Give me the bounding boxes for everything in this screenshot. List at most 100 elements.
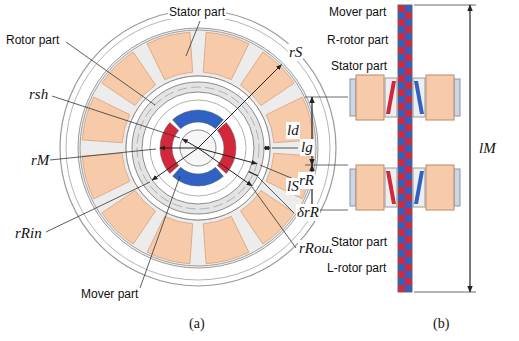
- stator-coil: [203, 32, 249, 79]
- mover-magnet: [405, 201, 412, 208]
- mover-magnet: [405, 187, 412, 194]
- mover-magnet: [405, 61, 412, 68]
- mover-magnet: [398, 243, 405, 250]
- rotor-block: [385, 168, 397, 207]
- mover-magnet: [405, 40, 412, 47]
- side-view: [305, 5, 476, 292]
- part-label: R-rotor part: [326, 34, 389, 47]
- mover-magnet: [405, 166, 412, 173]
- mover-magnet: [398, 54, 405, 61]
- stator-coil: [266, 97, 313, 143]
- mover-magnet: [398, 40, 405, 47]
- mover-magnet: [398, 96, 405, 103]
- dimension-label: δrR: [296, 204, 320, 221]
- mover-magnet: [398, 117, 405, 124]
- mover-magnet: [405, 236, 412, 243]
- mover-magnet: [405, 222, 412, 229]
- mover-magnet: [398, 61, 405, 68]
- mover-magnet: [398, 12, 405, 19]
- part-label: Rotor part: [5, 34, 60, 47]
- mover-magnet: [405, 82, 412, 89]
- stator-block: [426, 165, 454, 210]
- mover-magnet: [398, 159, 405, 166]
- mover-magnet: [398, 82, 405, 89]
- rotor-block: [385, 78, 397, 117]
- mover-magnet: [405, 26, 412, 33]
- rotor-block: [413, 78, 425, 117]
- mover-magnet: [405, 145, 412, 152]
- mover-magnet: [398, 47, 405, 54]
- stator-yoke: [78, 28, 318, 268]
- mover-pole: [217, 123, 236, 174]
- stator-plate: [454, 79, 460, 116]
- mover-magnet: [405, 215, 412, 222]
- mover-magnet: [398, 250, 405, 257]
- mover-magnet: [405, 131, 412, 138]
- skewed-magnet: [386, 81, 396, 114]
- rr-dimension: [198, 148, 257, 164]
- dimension-label: ld: [286, 122, 300, 139]
- mover-magnet: [398, 152, 405, 159]
- mover-magnet: [405, 47, 412, 54]
- mover-magnet: [405, 208, 412, 215]
- mover-magnet: [398, 257, 405, 264]
- mover-magnet: [405, 194, 412, 201]
- stator-coil: [203, 216, 249, 263]
- stator-block: [356, 75, 384, 120]
- mover-magnet: [405, 68, 412, 75]
- mover-magnet: [398, 271, 405, 278]
- mover-magnet: [398, 103, 405, 110]
- rm-dimension: [160, 148, 198, 149]
- mover-magnet: [405, 285, 412, 292]
- mover-magnet: [405, 173, 412, 180]
- mover-magnet: [398, 26, 405, 33]
- skewed-magnet: [414, 81, 424, 114]
- leader-line: [252, 187, 296, 248]
- dimension-label: rS: [288, 44, 303, 61]
- skewed-magnet: [386, 171, 396, 204]
- mover-magnet: [398, 110, 405, 117]
- mover-magnet: [398, 145, 405, 152]
- skewed-magnet: [414, 171, 424, 204]
- lm-dimension: [469, 5, 470, 292]
- mover-magnet: [405, 243, 412, 250]
- leader-line: [140, 176, 180, 288]
- mover-magnet: [405, 89, 412, 96]
- rotor-block: [413, 168, 425, 207]
- mover-magnet: [405, 278, 412, 285]
- part-label: L-rotor part: [326, 262, 387, 275]
- part-label: Stator part: [168, 6, 226, 19]
- panel-label: (a): [188, 316, 206, 331]
- mover-magnet: [405, 138, 412, 145]
- stator-plate: [350, 79, 356, 116]
- mover-magnet: [405, 54, 412, 61]
- mover-magnet: [405, 124, 412, 131]
- leader-line: [66, 42, 155, 105]
- leader-line: [50, 149, 156, 160]
- part-label: Stator part: [330, 236, 388, 249]
- mover-magnet: [405, 152, 412, 159]
- mover-magnet: [405, 117, 412, 124]
- mover-pole: [173, 110, 224, 129]
- mover-magnet: [405, 159, 412, 166]
- delta-rr-dimension: [249, 172, 258, 176]
- part-label: Mover part: [80, 288, 139, 301]
- mover-magnet: [398, 208, 405, 215]
- l-rotor-module: [350, 165, 460, 210]
- mover-magnet: [405, 103, 412, 110]
- mover-magnet: [398, 75, 405, 82]
- dimension-label: lM: [478, 140, 497, 157]
- cross-section: [60, 10, 336, 286]
- stator-block: [426, 75, 454, 120]
- dimension-label: rRout: [298, 240, 334, 257]
- mover-magnet: [405, 12, 412, 19]
- mover-magnet: [398, 229, 405, 236]
- housing-outer: [60, 10, 336, 286]
- rsh-dimension: [182, 139, 198, 148]
- stator-block: [356, 165, 384, 210]
- mover-magnet: [398, 222, 405, 229]
- mover-magnet: [405, 19, 412, 26]
- extension-line: [414, 5, 476, 6]
- mover-magnet: [405, 271, 412, 278]
